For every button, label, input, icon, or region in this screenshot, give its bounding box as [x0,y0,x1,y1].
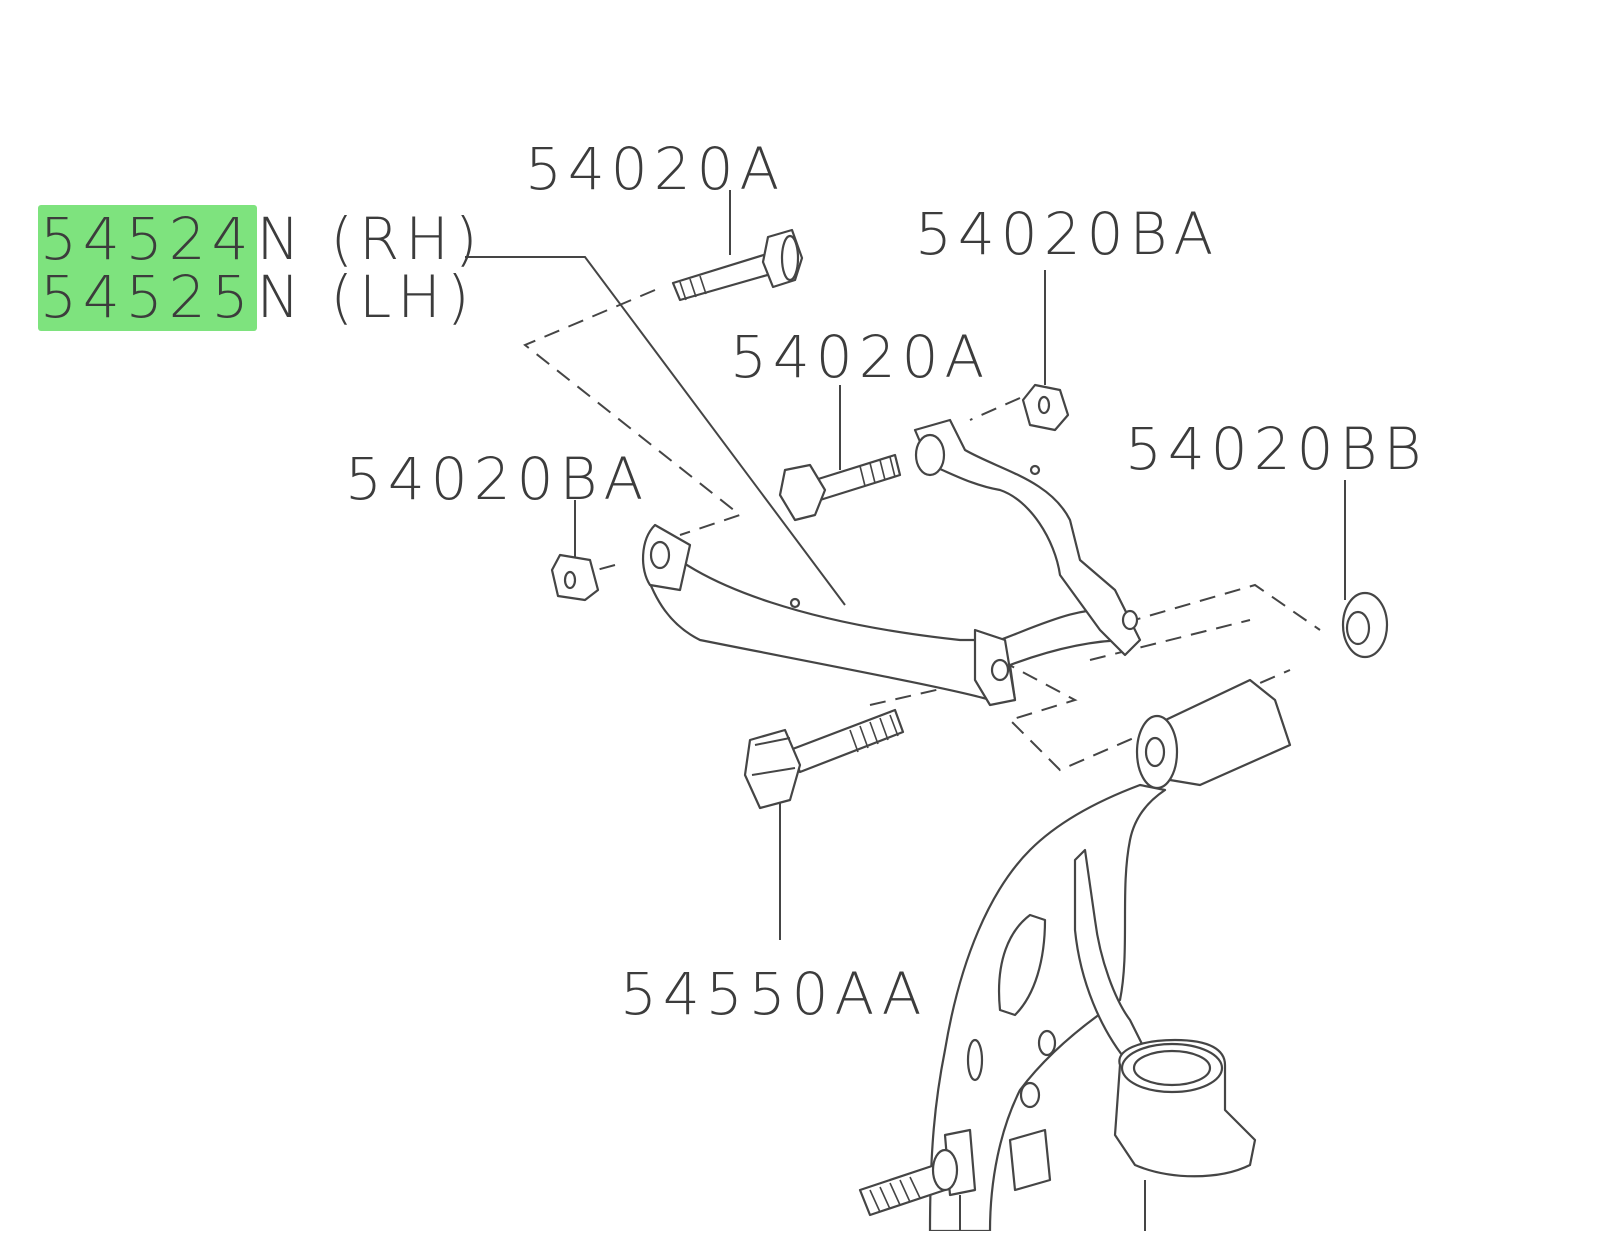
part-number-highlight-lh: 54525 [38,263,257,331]
bolt-mid [778,453,902,522]
part-suffix-rh: N (RH) [256,205,484,273]
lower-control-arm [928,678,1292,1233]
label-nut-top-right: 54020BA [915,200,1220,268]
nut-top-right [1021,383,1070,432]
part-label-rh: 54524N (RH) [38,205,484,273]
leader-lines [465,190,1346,940]
label-bolt-top: 54020A [525,135,786,203]
flange-nut-right [1341,591,1389,659]
label-bolt-mid: 54020A [730,323,991,391]
bolt-lower [743,708,905,810]
label-nut-left: 54020BA [345,445,650,513]
upper-control-arm [641,418,1142,707]
label-bolt-lower: 54550AA [620,960,928,1028]
part-label-lh: 54525N (LH) [38,263,476,331]
nut-left [550,553,600,602]
part-number-highlight-rh: 54524 [38,205,257,273]
bolt-top [671,228,804,302]
assembly-guide-lines [523,289,1321,772]
part-suffix-lh: N (LH) [256,263,476,331]
knuckle-stud [858,1148,959,1217]
label-nut-right: 54020BB [1125,415,1428,483]
